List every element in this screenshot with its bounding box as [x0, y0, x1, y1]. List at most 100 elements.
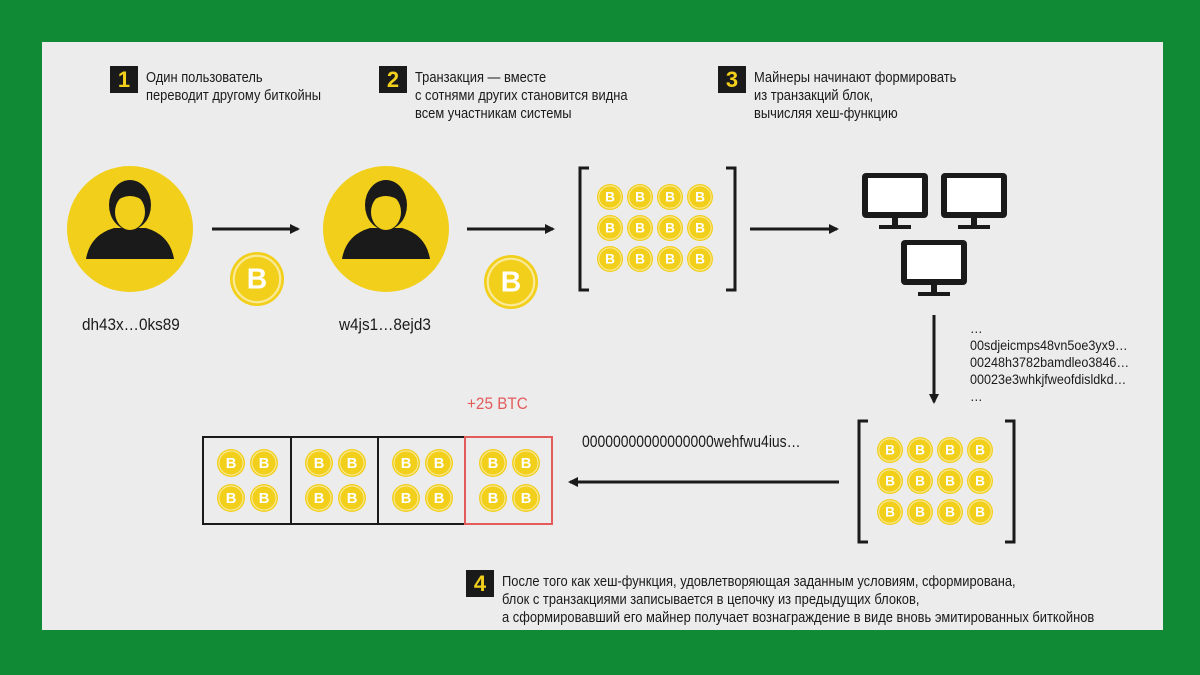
step-3-number: 3 [718, 66, 746, 93]
svg-text:B: B [885, 443, 895, 458]
formed-block-bracket [857, 419, 1016, 544]
bitcoin-coin-icon: B [907, 499, 933, 525]
svg-text:B: B [665, 190, 675, 205]
chain-block [290, 436, 379, 525]
bitcoin-coin-icon: B [230, 252, 284, 306]
bitcoin-coin-icon: B [425, 449, 453, 477]
bitcoin-coin-icon: B [392, 449, 420, 477]
bitcoin-coin-icon: B [967, 468, 993, 494]
chain-block [202, 436, 292, 525]
bitcoin-coin-icon: B [937, 468, 963, 494]
svg-text:B: B [314, 491, 325, 507]
sender-user-avatar [67, 166, 193, 292]
miner-computer-icon [941, 173, 1007, 229]
svg-text:B: B [635, 190, 645, 205]
svg-text:B: B [975, 474, 985, 489]
bitcoin-coin-icon: B [305, 484, 333, 512]
svg-text:B: B [695, 252, 705, 267]
svg-text:B: B [226, 491, 237, 507]
bitcoin-coin-icon: B [338, 484, 366, 512]
step-1-number: 1 [110, 66, 138, 93]
bitcoin-coin-icon: B [877, 468, 903, 494]
svg-text:B: B [521, 491, 532, 507]
svg-text:B: B [665, 252, 675, 267]
bitcoin-coin-icon: B [597, 215, 623, 241]
svg-text:B: B [695, 190, 705, 205]
bitcoin-coin-icon: B [877, 499, 903, 525]
svg-text:B: B [401, 456, 412, 472]
miner-computer-icon [862, 173, 928, 229]
miner-computer-icon [901, 240, 967, 296]
bitcoin-coin-icon: B [479, 484, 507, 512]
bitcoin-coin-icon: B [484, 255, 538, 309]
svg-text:B: B [915, 505, 925, 520]
svg-text:B: B [488, 491, 499, 507]
bitcoin-coin-icon: B [250, 484, 278, 512]
bitcoin-coin-icon: B [597, 184, 623, 210]
blockchain [202, 436, 553, 525]
sender-address: dh43x…0ks89 [82, 315, 180, 334]
svg-text:B: B [975, 505, 985, 520]
bitcoin-coin-icon: B [479, 449, 507, 477]
receiver-address: w4js1…8ejd3 [339, 315, 431, 334]
bitcoin-coin-icon: B [907, 468, 933, 494]
hash-attempts: … 00sdjeicmps48vn5oe3yx9… 00248h3782bamd… [970, 320, 1130, 404]
bitcoin-coin-icon: B [627, 215, 653, 241]
svg-text:B: B [259, 456, 270, 472]
svg-text:B: B [401, 491, 412, 507]
svg-text:B: B [314, 456, 325, 472]
svg-text:B: B [521, 456, 532, 472]
svg-text:B: B [347, 456, 358, 472]
svg-text:B: B [635, 252, 645, 267]
svg-text:B: B [945, 443, 955, 458]
svg-text:B: B [605, 252, 615, 267]
bitcoin-coin-icon: B [512, 484, 540, 512]
step-4: 4 После того как хеш-функция, удовлетвор… [466, 570, 1163, 627]
step-3: 3 Майнеры начинают формировать из транза… [718, 66, 989, 123]
svg-text:B: B [945, 505, 955, 520]
bitcoin-coin-icon: B [907, 437, 933, 463]
svg-text:B: B [347, 491, 358, 507]
bitcoin-coin-icon: B [687, 215, 713, 241]
svg-text:B: B [885, 505, 895, 520]
chain-block [377, 436, 466, 525]
bitcoin-coin-icon: B [687, 184, 713, 210]
svg-text:B: B [915, 443, 925, 458]
step-1-text: Один пользователь переводит другому битк… [146, 69, 322, 104]
svg-text:B: B [605, 190, 615, 205]
bitcoin-coin-icon: B [512, 449, 540, 477]
bitcoin-coin-icon: B [877, 437, 903, 463]
transaction-pool-bracket [578, 166, 737, 292]
reward-label: +25 BTC [467, 394, 528, 413]
svg-text:B: B [695, 221, 705, 236]
bitcoin-coin-icon: B [425, 484, 453, 512]
bitcoin-coin-icon: B [967, 437, 993, 463]
bitcoin-coin-icon: B [657, 246, 683, 272]
bitcoin-coin-icon: B [967, 499, 993, 525]
svg-text:B: B [665, 221, 675, 236]
new-chain-block [464, 436, 553, 525]
bitcoin-coin-icon: B [597, 246, 623, 272]
svg-text:B: B [635, 221, 645, 236]
svg-text:B: B [915, 474, 925, 489]
step-4-number: 4 [466, 570, 494, 597]
svg-text:B: B [885, 474, 895, 489]
bitcoin-coin-icon: B [250, 449, 278, 477]
diagram-panel: ₿ [42, 42, 1163, 630]
svg-text:B: B [605, 221, 615, 236]
step-2-text: Транзакция — вместе с сотнями других ста… [415, 69, 628, 122]
bitcoin-coin-icon: B [657, 215, 683, 241]
step-2: 2 Транзакция — вместе с сотнями других с… [379, 66, 662, 123]
step-2-number: 2 [379, 66, 407, 93]
svg-text:B: B [975, 443, 985, 458]
svg-text:B: B [259, 491, 270, 507]
bitcoin-coin-icon: B [217, 449, 245, 477]
bitcoin-coin-icon: B [217, 484, 245, 512]
bitcoin-coin-icon: B [305, 449, 333, 477]
svg-text:B: B [434, 456, 445, 472]
bitcoin-coin-icon: B [937, 437, 963, 463]
svg-text:B: B [488, 456, 499, 472]
svg-text:B: B [434, 491, 445, 507]
winning-hash: 00000000000000000wehfwu4ius… [582, 432, 801, 451]
